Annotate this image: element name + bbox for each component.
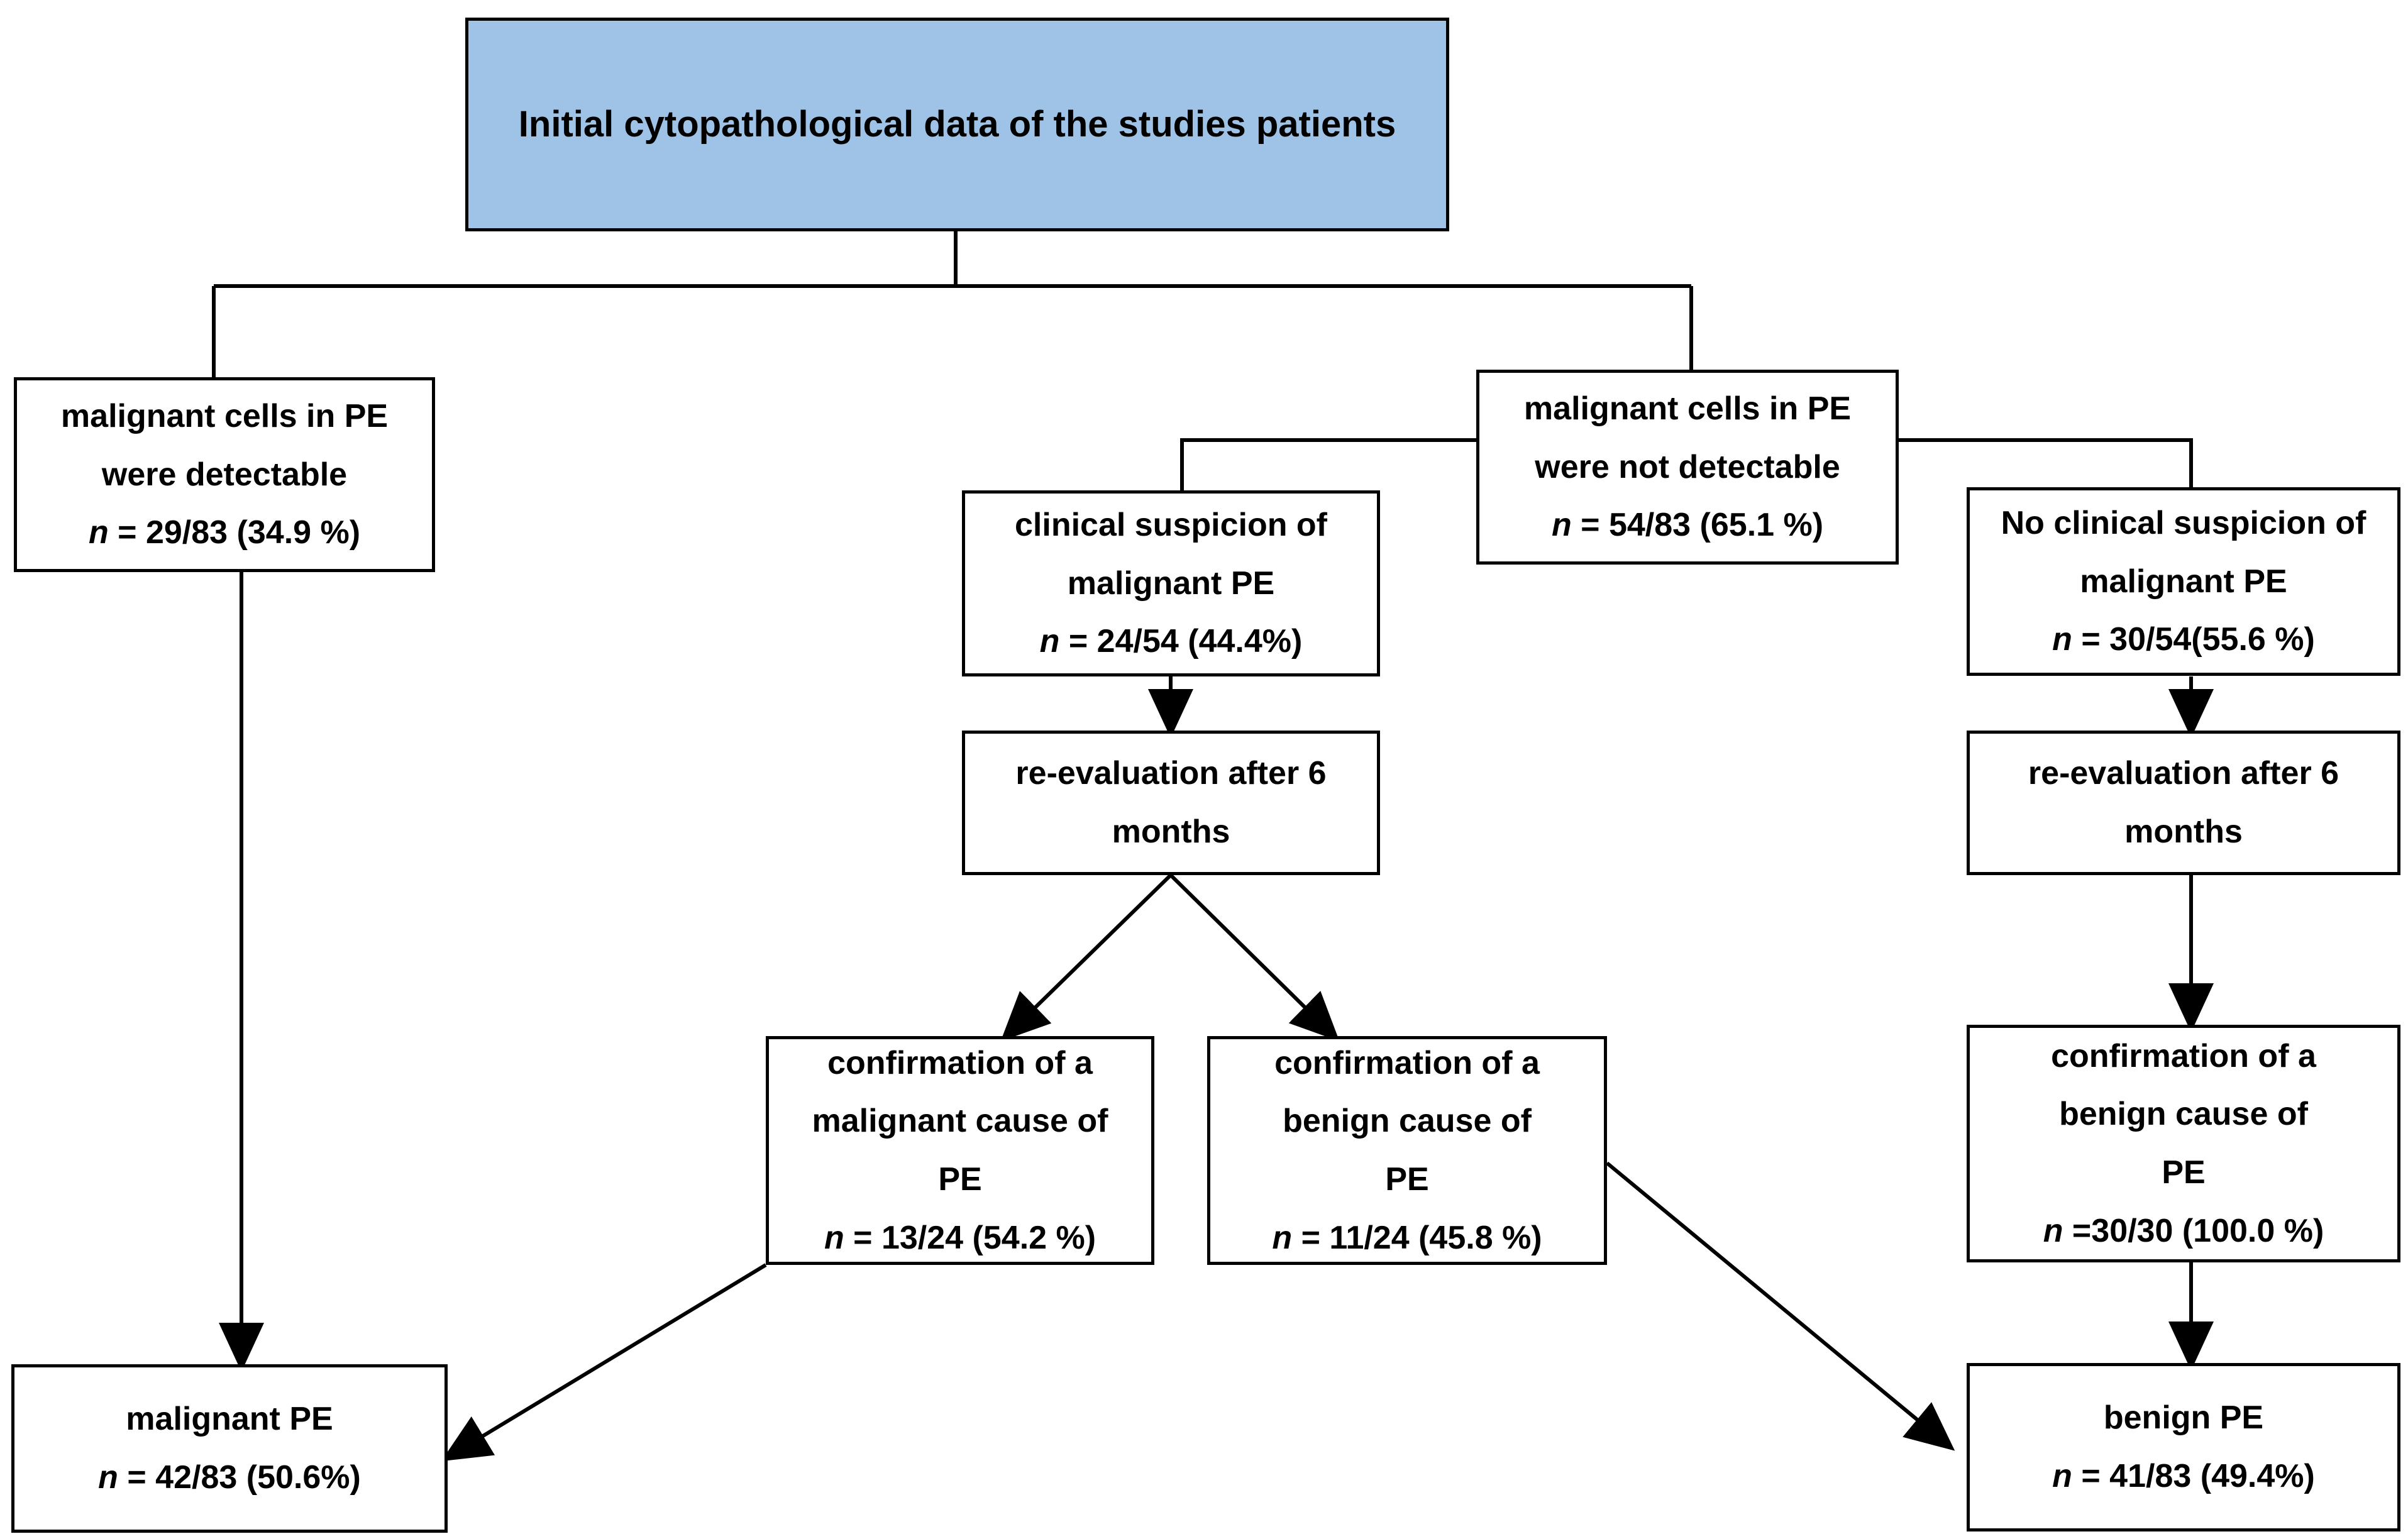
- node-malignant-cells-detectable[interactable]: malignant cells in PE were detectable n …: [14, 377, 435, 572]
- node-root[interactable]: Initial cytopathological data of the stu…: [465, 18, 1449, 231]
- node-benign-pe[interactable]: benign PE n = 41/83 (49.4%): [1967, 1363, 2400, 1531]
- connector-notdet-right-branch: [1899, 438, 2193, 487]
- node-confirm-benign-mid-line3: PE: [1385, 1161, 1429, 1198]
- node-root-label: Initial cytopathological data of the stu…: [518, 104, 1396, 145]
- node-confirm-malignant-line2: malignant cause of: [812, 1103, 1108, 1140]
- node-reeval-left-line1: re-evaluation after 6: [1015, 755, 1327, 792]
- node-detectable-line1: malignant cells in PE: [60, 398, 389, 435]
- connector-benign-cause-to-benign-pe: [1606, 1161, 1955, 1451]
- node-confirmation-malignant-cause[interactable]: confirmation of a malignant cause of PE …: [766, 1036, 1154, 1265]
- node-malignant-pe-line1: malignant PE: [126, 1401, 333, 1438]
- node-reevaluation-left[interactable]: re-evaluation after 6 months: [962, 731, 1380, 875]
- node-confirm-benign-right-stat: n =30/30 (100.0 %): [2043, 1212, 2324, 1249]
- node-reevaluation-right[interactable]: re-evaluation after 6 months: [1967, 731, 2400, 875]
- node-clinical-suspicion[interactable]: clinical suspicion of malignant PE n = 2…: [962, 490, 1380, 676]
- connector-malignant-cause-to-malignant-pe: [441, 1263, 767, 1462]
- node-not-detectable-stat: n = 54/83 (65.1 %): [1551, 507, 1824, 544]
- node-reeval-left-line2: months: [1112, 814, 1230, 850]
- node-confirm-malignant-line1: confirmation of a: [827, 1044, 1093, 1081]
- node-reeval-right-line2: months: [2124, 814, 2243, 850]
- node-clinical-suspicion-line1: clinical suspicion of: [1015, 507, 1327, 544]
- connector-reeval-left-to-malignant-cause: [1000, 873, 1173, 1042]
- node-malignant-pe[interactable]: malignant PE n = 42/83 (50.6%): [11, 1364, 448, 1533]
- node-no-clinical-suspicion-line1: No clinical suspicion of: [2001, 505, 2367, 542]
- node-clinical-suspicion-line2: malignant PE: [1067, 565, 1275, 602]
- node-benign-pe-stat: n = 41/83 (49.4%): [2052, 1458, 2315, 1494]
- connector-reeval-left-to-benign-cause: [1169, 873, 1340, 1042]
- node-no-clinical-suspicion[interactable]: No clinical suspicion of malignant PE n …: [1967, 487, 2400, 676]
- node-clinical-suspicion-stat: n = 24/54 (44.4%): [1039, 623, 1303, 660]
- node-detectable-line2: were detectable: [101, 456, 348, 493]
- node-confirm-benign-right-line2: benign cause of: [2059, 1096, 2308, 1133]
- node-confirmation-benign-cause-right[interactable]: confirmation of a benign cause of PE n =…: [1967, 1025, 2400, 1262]
- node-confirm-benign-right-line3: PE: [2162, 1154, 2206, 1191]
- node-no-clinical-suspicion-stat: n = 30/54(55.6 %): [2052, 621, 2315, 658]
- node-confirm-benign-right-line1: confirmation of a: [2051, 1037, 2316, 1074]
- node-no-clinical-suspicion-line2: malignant PE: [2080, 563, 2287, 600]
- node-confirm-malignant-line3: PE: [938, 1161, 982, 1198]
- node-not-detectable-line2: were not detectable: [1535, 448, 1840, 485]
- node-confirm-malignant-stat: n = 13/24 (54.2 %): [824, 1219, 1096, 1256]
- node-malignant-cells-not-detectable[interactable]: malignant cells in PE were not detectabl…: [1476, 370, 1899, 565]
- node-benign-pe-line1: benign PE: [2103, 1399, 2264, 1437]
- node-detectable-stat: n = 29/83 (34.9 %): [88, 514, 361, 551]
- node-not-detectable-line1: malignant cells in PE: [1523, 390, 1852, 428]
- node-malignant-pe-stat: n = 42/83 (50.6%): [98, 1459, 361, 1496]
- node-confirm-benign-mid-line2: benign cause of: [1283, 1103, 1532, 1140]
- connector-notdet-left-branch: [1180, 438, 1476, 490]
- node-confirm-benign-mid-line1: confirmation of a: [1274, 1044, 1540, 1081]
- node-confirm-benign-mid-stat: n = 11/24 (45.8 %): [1272, 1219, 1542, 1256]
- node-confirmation-benign-cause-middle[interactable]: confirmation of a benign cause of PE n =…: [1207, 1036, 1607, 1265]
- node-reeval-right-line1: re-evaluation after 6: [2028, 755, 2339, 792]
